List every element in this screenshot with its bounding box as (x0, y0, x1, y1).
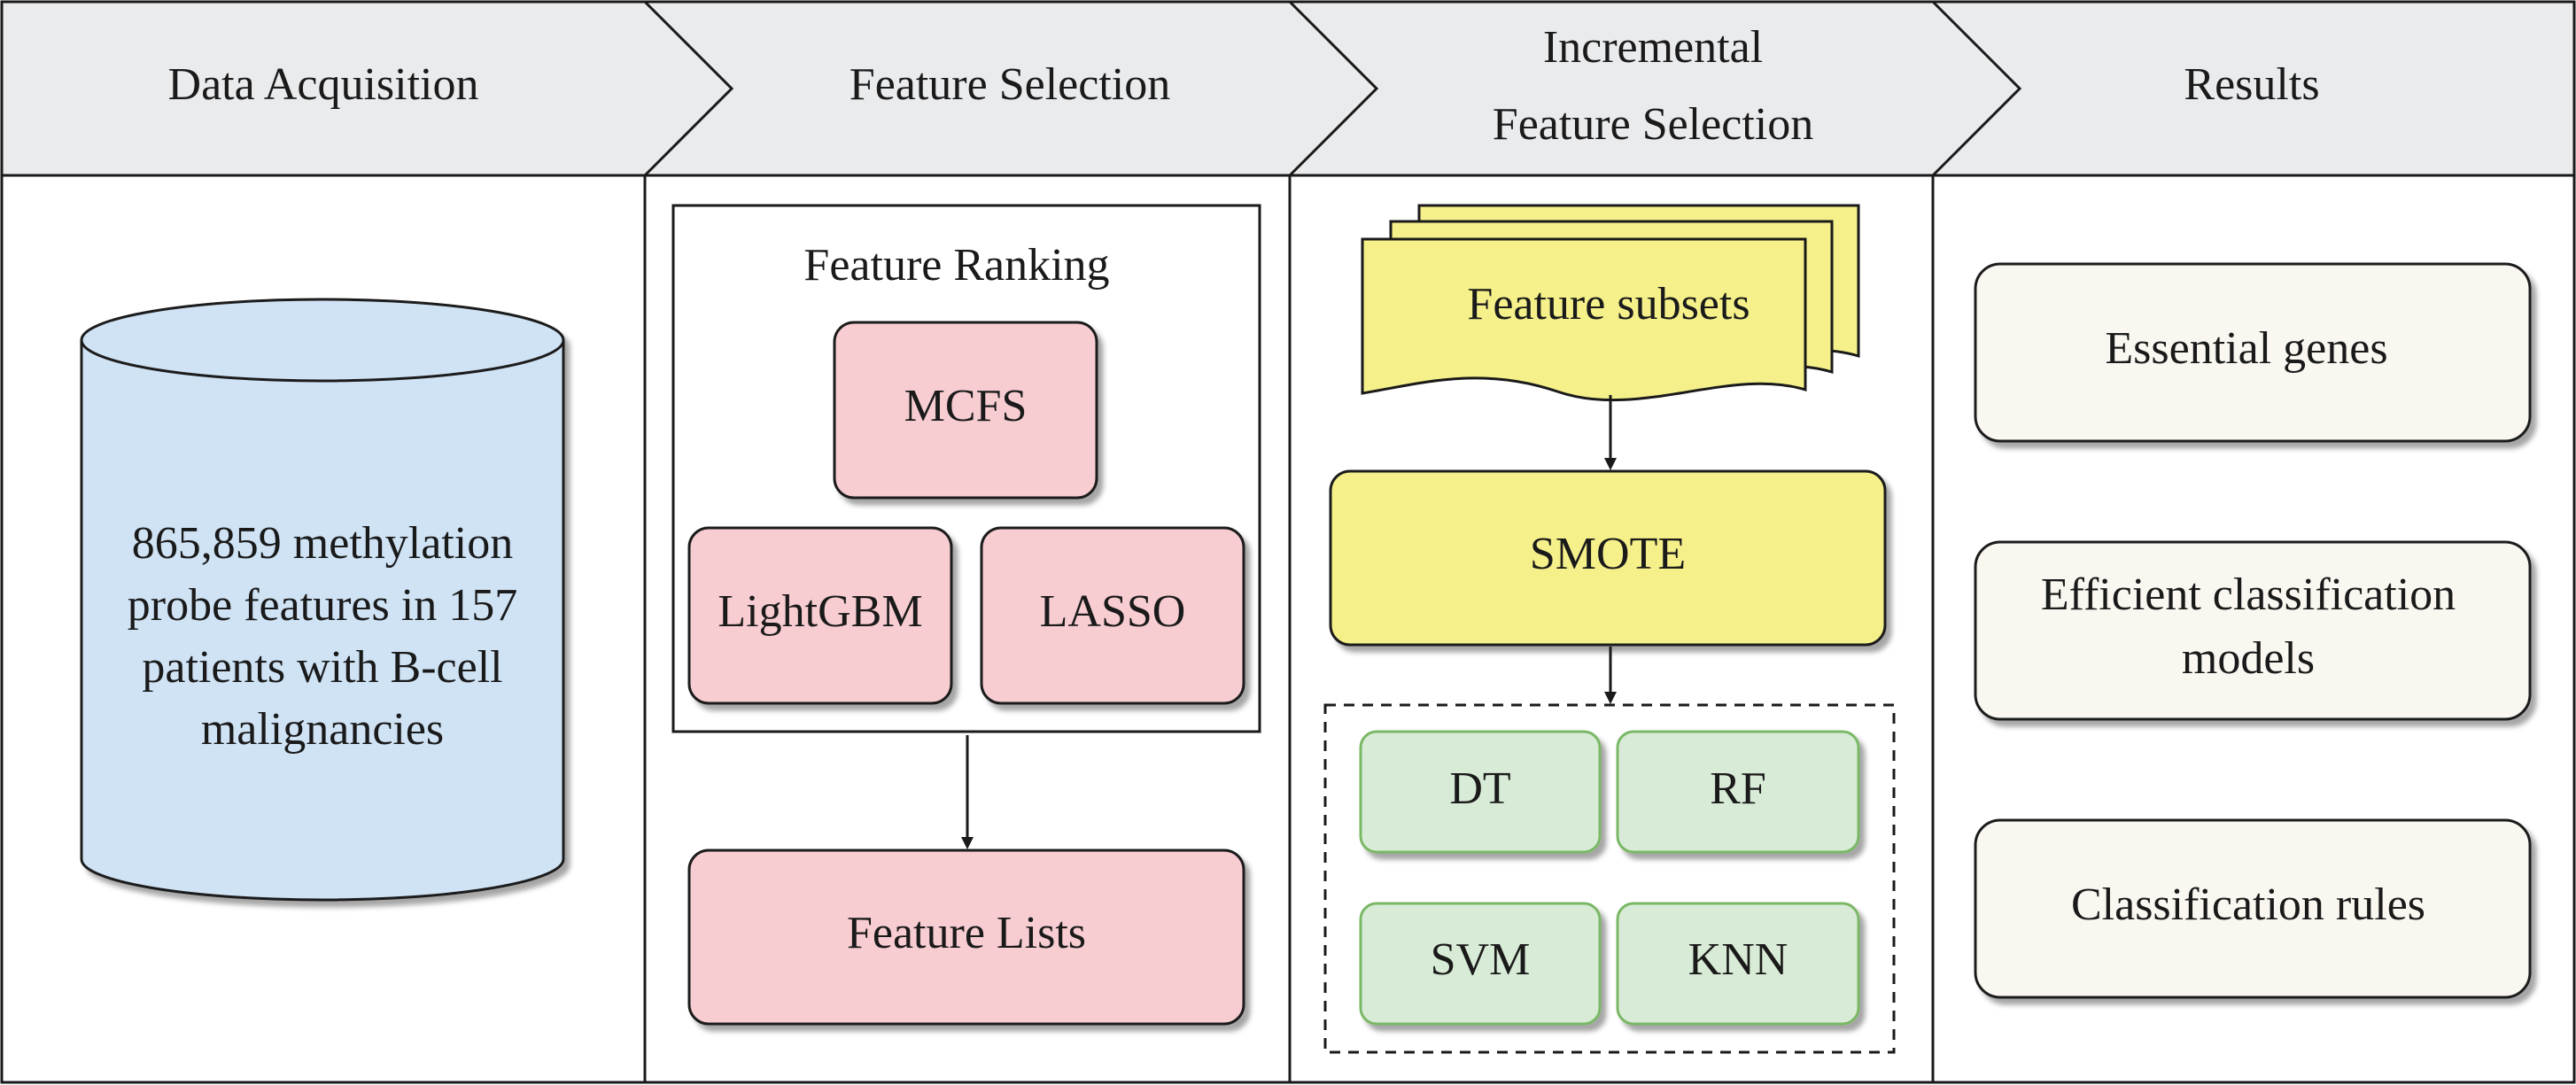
chevron-separator-3 (1931, 0, 2022, 177)
smote-label: SMOTE (1530, 529, 1686, 579)
method-lightgbm-box (687, 526, 953, 705)
feature-subsets-stack (1361, 204, 1860, 402)
classifier-dt-box (1359, 730, 1602, 854)
stage-title-data-acquisition: Data Acquisition (168, 59, 479, 110)
classifier-knn-box (1616, 902, 1860, 1026)
feature-ranking-title: Feature Ranking (803, 240, 1109, 291)
database-cylinder (80, 298, 565, 902)
result-classification-models-line1: Efficient classification (2041, 570, 2456, 620)
database-description-line2: probe features in 157 (128, 580, 517, 631)
classifiers-group-frame (1323, 703, 1896, 1054)
result-essential-genes-box (1974, 262, 2532, 443)
feature-ranking-group: Feature Ranking MCFS LightGBM LASSO (671, 204, 1261, 733)
header-background (2, 2, 2574, 175)
body-border (0, 174, 2576, 1084)
result-essential-genes-label: Essential genes (2105, 323, 2387, 374)
database-description-line3: patients with B-cell (142, 642, 502, 693)
feature-lists-box (687, 849, 1245, 1026)
method-lightgbm-label: LightGBM (718, 586, 922, 637)
result-classification-rules-box (1974, 818, 2532, 999)
feature-subsets-sheet-1 (1361, 237, 1807, 402)
result-classification-models-box (1974, 540, 2532, 721)
classifier-dt (1359, 730, 1602, 854)
method-mcfs (833, 321, 1098, 500)
feature-subsets-label: Feature subsets (1467, 279, 1750, 329)
result-classification-rules (1974, 818, 2532, 999)
classifier-svm-label: SVM (1431, 934, 1531, 985)
smote-box (1329, 469, 1887, 647)
database-description-line4: malignancies (201, 704, 444, 755)
database-description-line1: 865,859 methylation (132, 518, 513, 569)
method-lightgbm (687, 526, 953, 705)
cylinder-body (80, 340, 565, 902)
classifier-rf-box (1616, 730, 1860, 854)
cylinder-top (80, 298, 565, 383)
chevron-separator-1 (643, 0, 734, 177)
classifier-knn (1616, 902, 1860, 1026)
feature-lists-label: Feature Lists (847, 908, 1086, 958)
stage-title-incremental-line1: Incremental (1543, 22, 1763, 73)
classifier-knn-label: KNN (1688, 934, 1788, 985)
method-mcfs-box (833, 321, 1098, 500)
classifier-svm-box (1359, 902, 1602, 1026)
classifier-dt-label: DT (1449, 763, 1510, 814)
feature-lists (687, 849, 1245, 1026)
method-lasso-box (980, 526, 1245, 705)
stage-title-feature-selection: Feature Selection (850, 59, 1170, 110)
classifier-rf (1616, 730, 1860, 854)
stage-title-incremental-line2: Feature Selection (1493, 99, 1813, 150)
chevron-separator-2 (1288, 0, 1379, 177)
method-lasso-label: LASSO (1040, 586, 1186, 637)
result-classification-models-line2: models (2182, 633, 2315, 684)
method-lasso (980, 526, 1245, 705)
header-band: Data Acquisition Feature Selection Incre… (0, 0, 2576, 177)
smote-block (1329, 469, 1887, 647)
stage-title-results: Results (2184, 59, 2319, 110)
body-frame (0, 174, 2576, 1084)
classifier-svm (1359, 902, 1602, 1026)
result-classification-rules-label: Classification rules (2071, 880, 2425, 930)
result-classification-models (1974, 540, 2532, 721)
classifier-rf-label: RF (1710, 763, 1766, 814)
result-essential-genes (1974, 262, 2532, 443)
method-mcfs-label: MCFS (904, 381, 1028, 431)
